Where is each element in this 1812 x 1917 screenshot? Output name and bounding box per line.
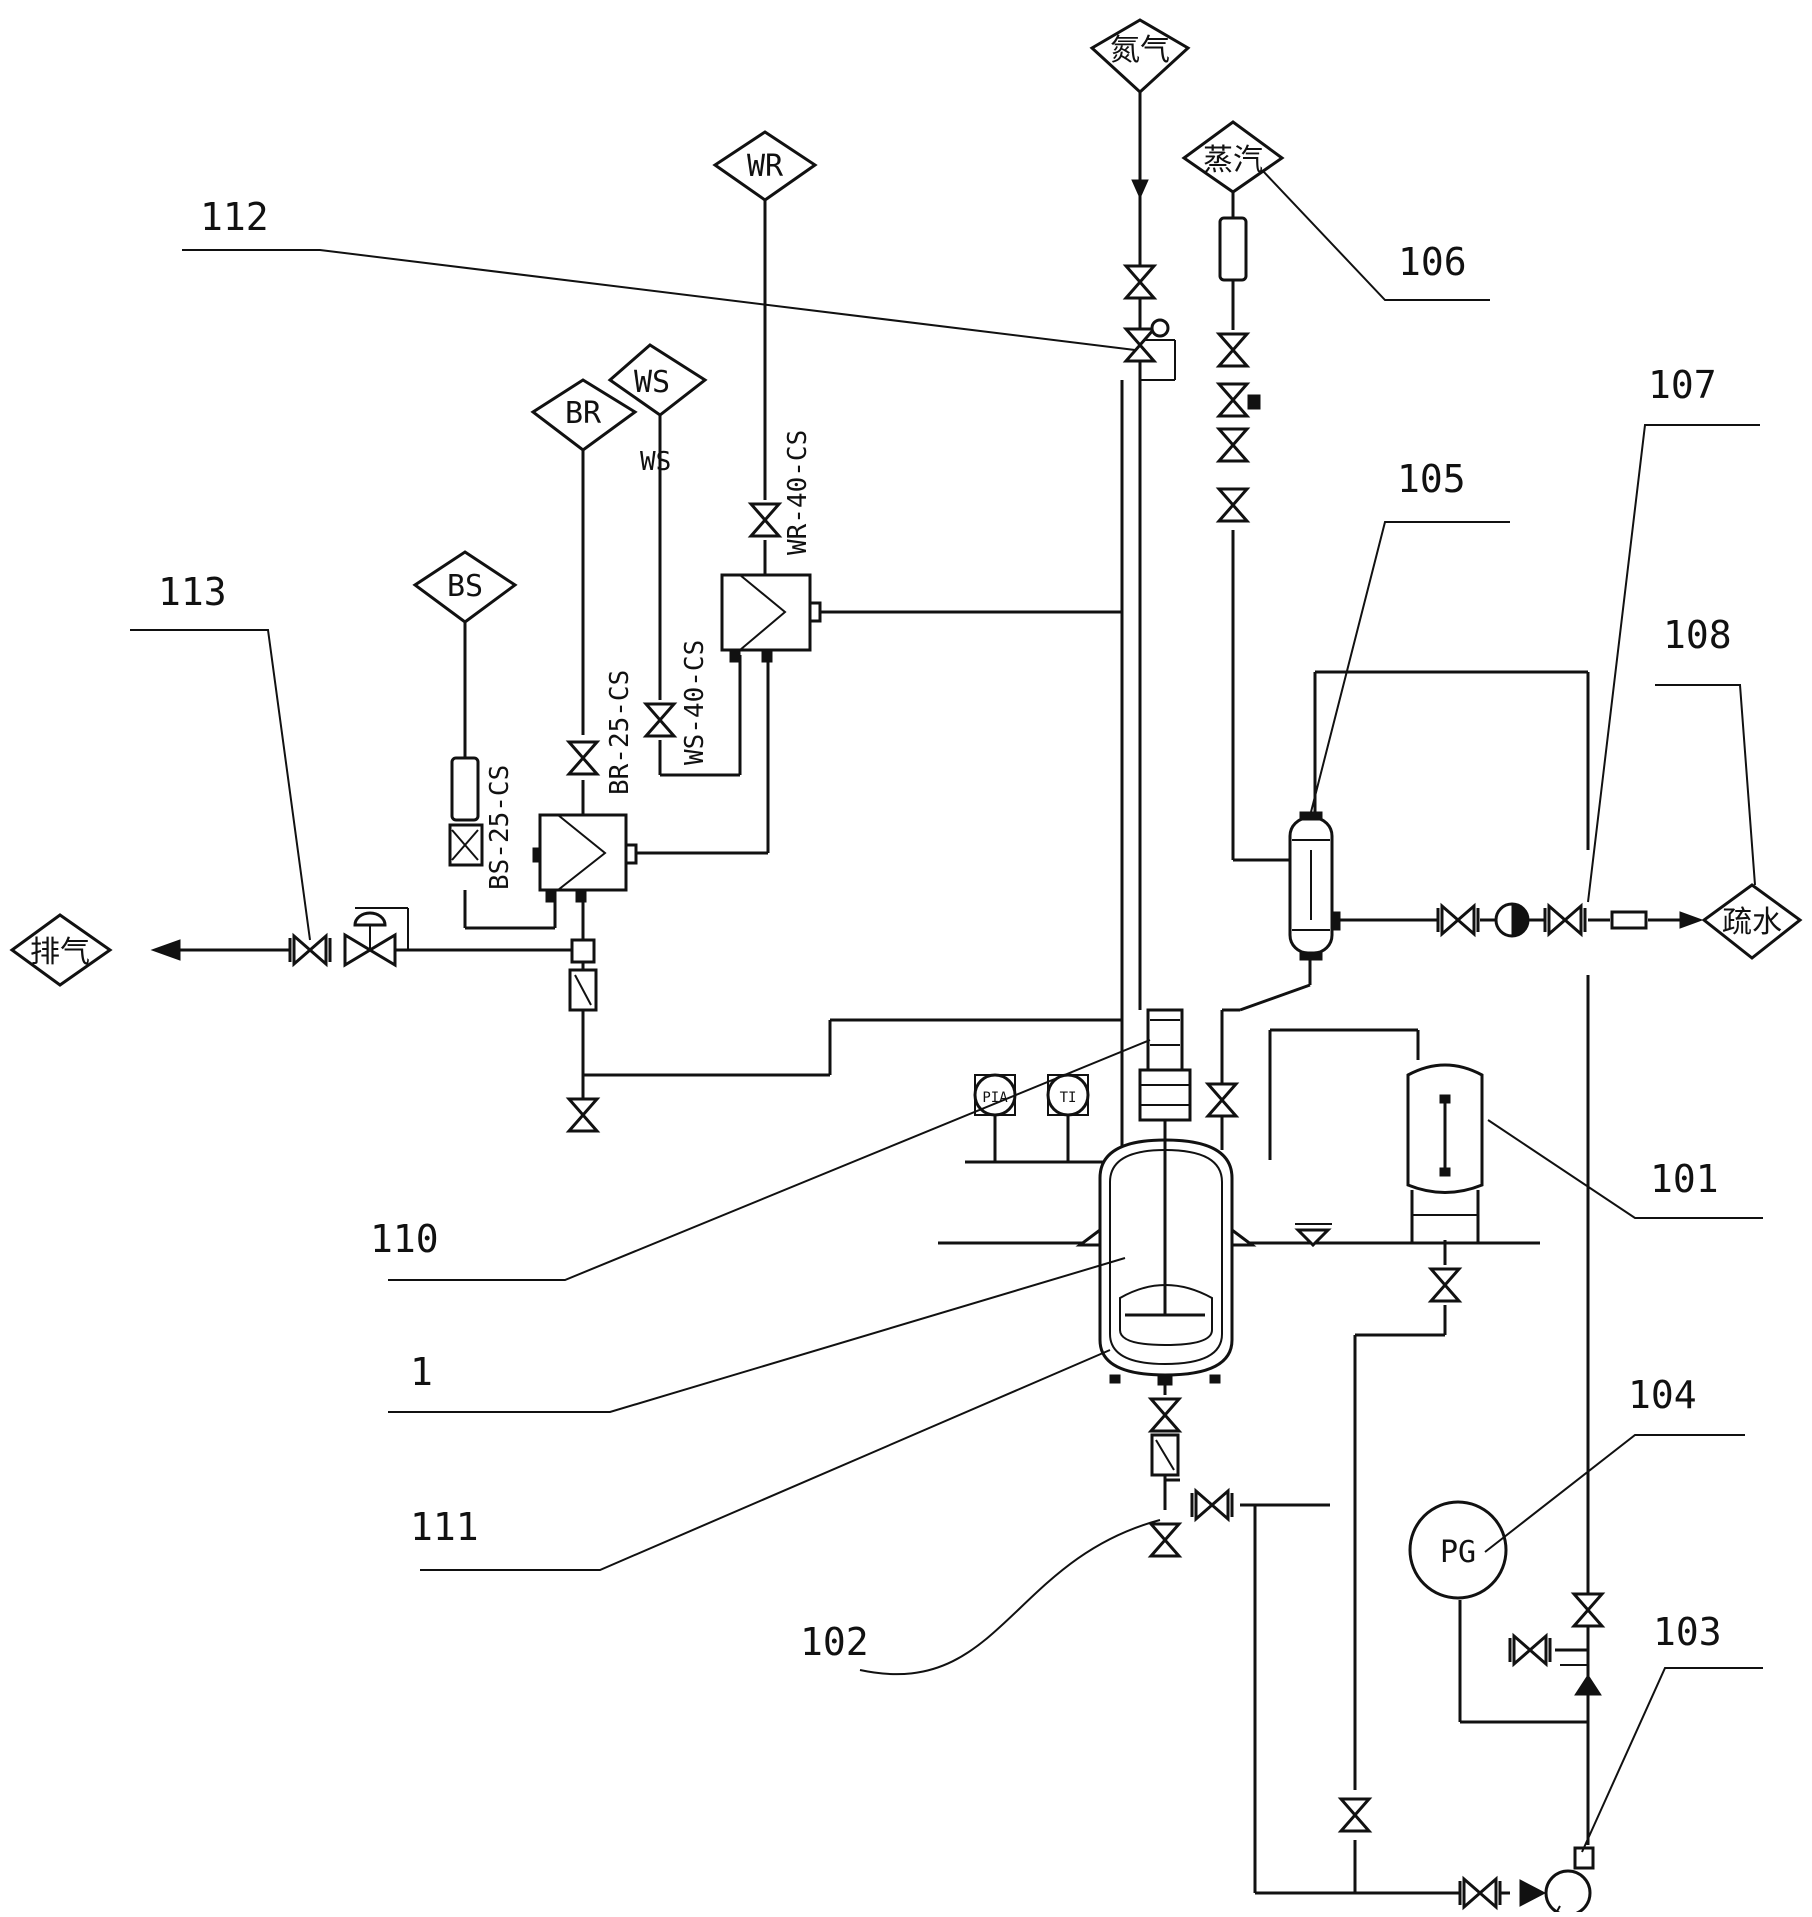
callout-110: 110 bbox=[370, 1217, 439, 1261]
terminals: 氮气 蒸汽 WR WS BR BS 排气 疏水 bbox=[9, 18, 1803, 987]
pipe-label-br: BR-25-CS bbox=[605, 670, 635, 795]
gate-valve-icon bbox=[1217, 487, 1249, 523]
gauge-ti: TI bbox=[1046, 1073, 1090, 1162]
gate-valve-icon bbox=[1458, 1877, 1502, 1909]
gate-valve-icon bbox=[288, 934, 332, 966]
callout-103: 103 bbox=[1653, 1610, 1722, 1654]
equipment: PIA TI PG bbox=[448, 216, 1648, 1917]
svg-text:排气: 排气 bbox=[30, 935, 90, 970]
callout-105: 105 bbox=[1397, 457, 1466, 501]
svg-text:蒸汽: 蒸汽 bbox=[1203, 143, 1263, 178]
gate-valve-icon bbox=[1572, 1592, 1604, 1628]
gate-valve-icon bbox=[1339, 1797, 1371, 1833]
terminal-drain: 疏水 bbox=[1701, 883, 1803, 960]
gate-valve-icon bbox=[567, 1097, 599, 1133]
svg-text:BS: BS bbox=[447, 569, 483, 604]
svg-text:BR: BR bbox=[565, 396, 602, 431]
gate-valve-icon bbox=[1429, 1267, 1461, 1303]
gate-valve-icon bbox=[644, 702, 676, 738]
check-valve-icon bbox=[1574, 1674, 1602, 1696]
callout-106: 106 bbox=[1398, 240, 1467, 284]
heat-exchanger-lower bbox=[532, 813, 638, 903]
control-valve-icon bbox=[1124, 327, 1156, 363]
svg-text:疏水: 疏水 bbox=[1722, 905, 1782, 940]
sight-glass-icon bbox=[450, 756, 480, 822]
callout-leaders bbox=[130, 169, 1763, 1853]
terminal-exhaust: 排气 bbox=[9, 913, 113, 987]
callout-112: 112 bbox=[200, 195, 269, 239]
gate-valve-icon bbox=[749, 502, 781, 538]
gate-valve-icon bbox=[1217, 382, 1249, 418]
storage-tank-101 bbox=[1406, 1063, 1484, 1243]
svg-text:WS: WS bbox=[634, 365, 670, 400]
pipe-labels: WS WR-40-CS WS-40-CS BR-25-CS BS-25-CS bbox=[485, 430, 813, 890]
callout-102: 102 bbox=[800, 1620, 869, 1664]
gauge-pia: PIA bbox=[973, 1073, 1017, 1162]
gate-valve-icon bbox=[1508, 1634, 1552, 1666]
pump-icon bbox=[1519, 1846, 1595, 1917]
condenser-105 bbox=[1288, 811, 1341, 961]
callout-113: 113 bbox=[158, 570, 227, 614]
terminal-steam: 蒸汽 bbox=[1181, 120, 1285, 194]
gate-valve-icon bbox=[1217, 332, 1249, 368]
callout-111: 111 bbox=[410, 1505, 479, 1549]
gate-valve-icon bbox=[1190, 1489, 1234, 1521]
valves bbox=[288, 264, 1604, 1909]
terminal-nitrogen: 氮气 bbox=[1089, 18, 1191, 95]
callout-101: 101 bbox=[1650, 1157, 1719, 1201]
terminal-bs: BS bbox=[412, 550, 518, 624]
svg-text:氮气: 氮气 bbox=[1110, 33, 1170, 68]
callout-104: 104 bbox=[1628, 1373, 1697, 1417]
callout-108: 108 bbox=[1663, 613, 1732, 657]
pia-label: PIA bbox=[982, 1090, 1008, 1106]
gate-valve-icon bbox=[1124, 264, 1156, 300]
sight-glass-icon bbox=[1218, 216, 1248, 282]
terminal-ws: WS bbox=[607, 343, 708, 417]
callout-1: 1 bbox=[410, 1350, 433, 1394]
gate-valve-icon bbox=[1543, 904, 1587, 936]
terminal-br: BR bbox=[530, 378, 638, 452]
pipe-label-ws-valve: WS-40-CS bbox=[680, 640, 710, 765]
svg-text:WR: WR bbox=[747, 149, 784, 184]
terminal-wr: WR bbox=[712, 130, 818, 202]
gate-valve-icon bbox=[1149, 1522, 1181, 1558]
pg-label: PG bbox=[1440, 1535, 1476, 1570]
pipe-label-bs: BS-25-CS bbox=[485, 765, 515, 890]
callouts: 112 113 106 107 105 108 101 104 103 110 … bbox=[158, 195, 1732, 1664]
pipe-label-ws: WS bbox=[640, 447, 671, 477]
heat-exchanger-upper bbox=[720, 573, 822, 663]
gate-valve-icon bbox=[567, 740, 599, 776]
reactor-vessel bbox=[1075, 1008, 1257, 1477]
piping bbox=[150, 92, 1704, 1895]
pressure-gauge-pg: PG bbox=[1408, 1500, 1508, 1600]
control-valve-icon bbox=[1217, 427, 1249, 463]
callout-107: 107 bbox=[1648, 363, 1717, 407]
gate-valve-icon bbox=[1436, 904, 1480, 936]
pipe-label-wr: WR-40-CS bbox=[783, 430, 813, 555]
gate-valve-icon bbox=[1149, 1397, 1181, 1433]
ti-label: TI bbox=[1060, 1090, 1077, 1106]
gate-valve-icon bbox=[1206, 1082, 1238, 1118]
